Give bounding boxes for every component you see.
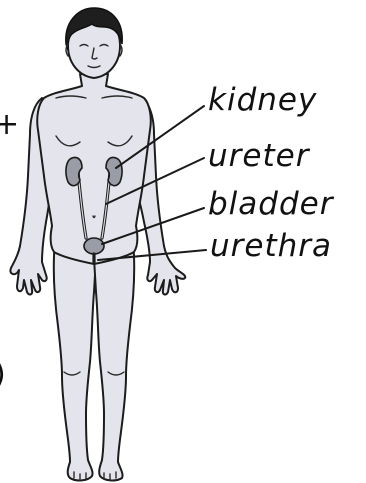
urethra-label: urethra [210,228,332,264]
right-leg [94,232,134,480]
right-kidney [106,157,122,185]
bladder [84,238,104,254]
bladder-label: bladder [208,186,335,222]
left-kidney [66,157,82,185]
margin-bracket-mark: ) [0,357,6,392]
left-leg [54,232,96,480]
torso [37,74,151,264]
labels: kidney ureter bladder urethra [208,82,335,264]
kidney-label: kidney [208,82,317,118]
margin-plus-mark: + [0,107,19,142]
ureter-label: ureter [208,138,311,174]
